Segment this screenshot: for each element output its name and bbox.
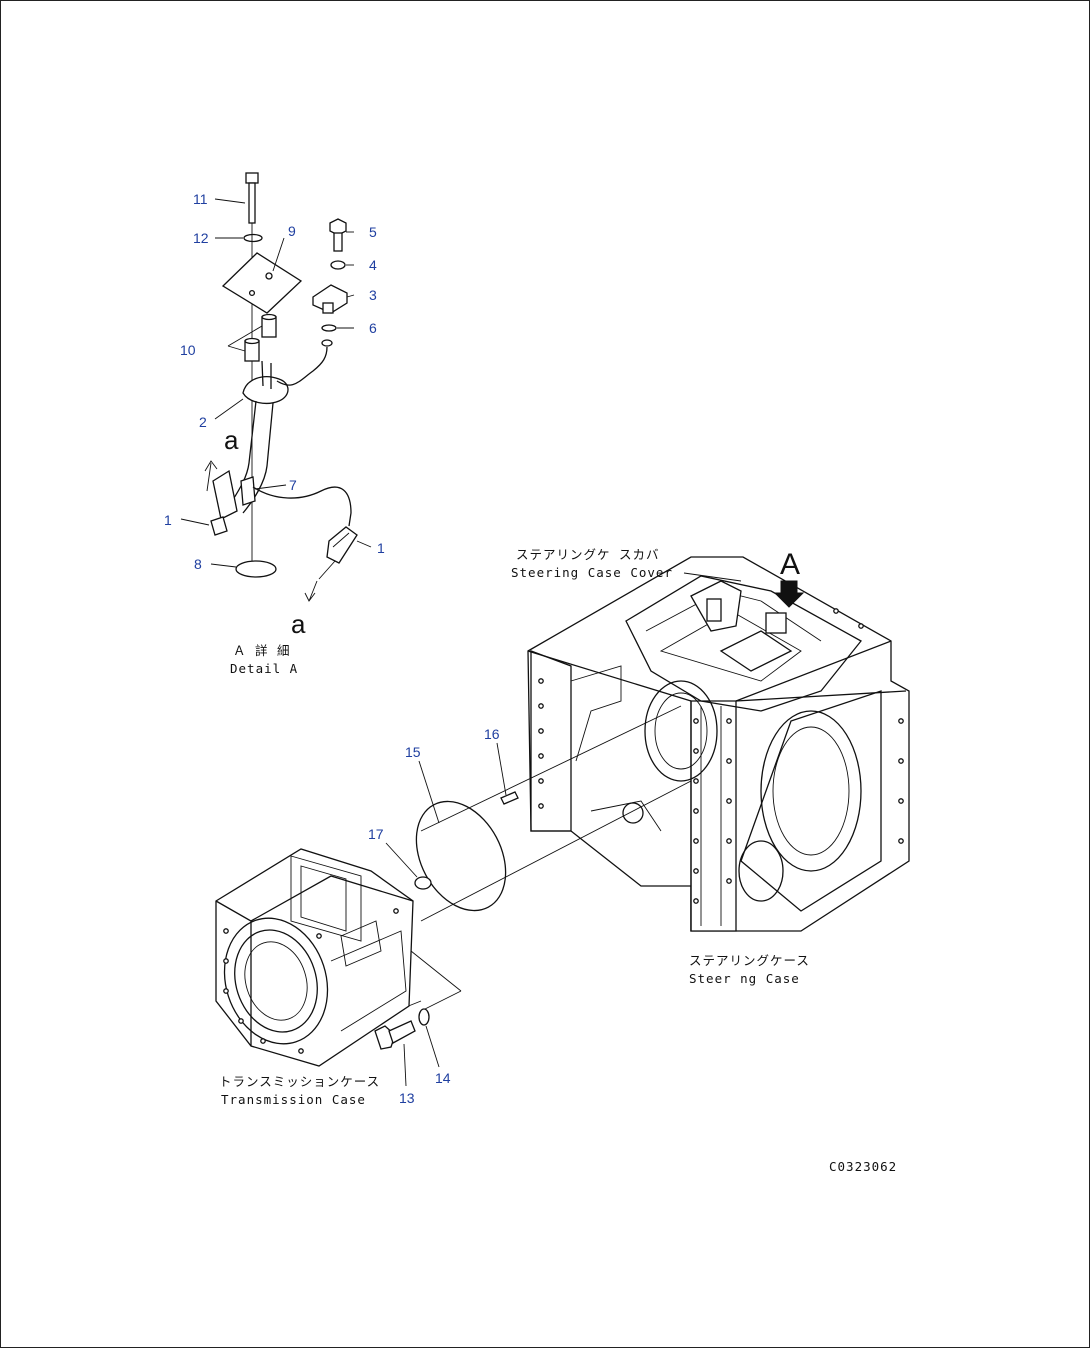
label-steering-case-jp: ステアリングケース bbox=[689, 953, 810, 968]
view-arrow-a bbox=[773, 580, 805, 608]
washer-14 bbox=[418, 1008, 430, 1026]
plug-8 bbox=[235, 560, 277, 578]
callout-6: 6 bbox=[369, 320, 377, 336]
callout-17: 17 bbox=[368, 826, 384, 842]
letter-a-bottom: a bbox=[291, 609, 306, 639]
view-marker-a: A bbox=[780, 548, 800, 581]
plate-9 bbox=[221, 252, 303, 314]
callout-13: 13 bbox=[399, 1090, 415, 1106]
o-ring-6 bbox=[321, 324, 337, 332]
connector-1-right bbox=[318, 526, 358, 580]
callout-1-left: 1 bbox=[164, 512, 172, 528]
callout-3: 3 bbox=[369, 287, 377, 303]
bolt-5 bbox=[329, 218, 347, 252]
transmission-bolt-holes bbox=[223, 908, 399, 1054]
label-steering-case-cover-jp: ステアリングケ スカバ bbox=[516, 547, 660, 562]
sensor-3 bbox=[312, 284, 348, 314]
callout-8: 8 bbox=[194, 556, 202, 572]
dowel-pin-16 bbox=[500, 791, 519, 805]
callout-4: 4 bbox=[369, 257, 377, 273]
detail-caption-jp: Ａ 詳 細 bbox=[233, 643, 291, 658]
letter-a-top: a bbox=[224, 425, 239, 455]
label-transmission-case-jp: トランスミッションケース bbox=[219, 1074, 380, 1089]
plug-17 bbox=[414, 876, 432, 890]
bolt-13 bbox=[374, 1020, 416, 1050]
leader-lines-detail bbox=[180, 198, 372, 568]
collar-10 bbox=[244, 313, 277, 362]
steering-case bbox=[527, 556, 910, 932]
label-transmission-case-en: Transmission Case bbox=[221, 1092, 366, 1107]
gasket-15 bbox=[415, 800, 507, 912]
transmission-case bbox=[215, 848, 414, 1067]
callout-10: 10 bbox=[180, 342, 196, 358]
callout-5: 5 bbox=[369, 224, 377, 240]
callout-16: 16 bbox=[484, 726, 500, 742]
callout-11: 11 bbox=[193, 191, 208, 207]
label-steering-case-en: Steer ng Case bbox=[689, 971, 800, 986]
detail-a-assembly bbox=[204, 172, 358, 602]
washer-4 bbox=[330, 260, 346, 270]
clamp-7 bbox=[212, 469, 256, 520]
detail-caption-en: Detail A bbox=[230, 661, 298, 676]
callout-14: 14 bbox=[435, 1070, 451, 1086]
drawing-code: C0323062 bbox=[829, 1159, 897, 1174]
callout-12: 12 bbox=[193, 230, 209, 246]
bolt-11 bbox=[245, 172, 259, 224]
washer-12 bbox=[243, 233, 263, 243]
case-bolt-holes bbox=[538, 608, 904, 904]
connector-1-left bbox=[210, 516, 228, 536]
callout-1-right: 1 bbox=[377, 540, 385, 556]
callout-9: 9 bbox=[288, 223, 296, 239]
callout-15: 15 bbox=[405, 744, 421, 760]
callout-7: 7 bbox=[289, 477, 297, 493]
label-steering-case-cover-en: Steering Case Cover bbox=[511, 565, 673, 580]
callout-2: 2 bbox=[199, 414, 207, 430]
